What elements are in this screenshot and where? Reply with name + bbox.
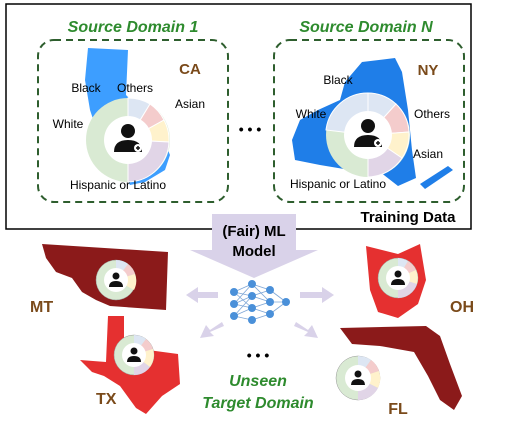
florida-map [340,326,462,410]
source-ellipsis: • • • [239,121,262,137]
mt-state-code: MT [30,299,53,316]
ny-demographic-pie [325,92,410,178]
target-ellipsis: • • • [247,347,270,363]
oh-demographic-pie [377,257,419,299]
unseen-label-line1: Unseen [229,373,287,390]
ca-state-code: CA [179,61,201,78]
ca-demographic-pie [86,97,170,183]
model-arrow [190,214,318,278]
arrow-to-tx [200,322,224,338]
ca-label-asian: Asian [175,97,205,111]
ny-label-black: Black [323,73,353,87]
unseen-label-line2: Target Domain [202,395,314,412]
tx-demographic-pie [113,334,155,376]
source-domain-1-title: Source Domain 1 [68,19,199,36]
model-label-line2: Model [232,243,275,260]
tx-state-code: TX [96,391,117,408]
source-domain-1-box [37,39,229,203]
oh-state-code: OH [450,299,474,316]
source-domain-n-box [273,39,465,203]
mt-demographic-pie [95,259,137,301]
arrow-to-oh [300,287,334,303]
person-icon [114,124,142,152]
arrow-to-fl [294,322,318,338]
ny-label-asian: Asian [413,147,443,161]
ca-label-white: White [53,117,84,131]
source-domain-n-title: Source Domain N [299,19,433,36]
ny-label-others: Others [414,107,450,121]
arrow-to-mt [186,287,218,303]
person-icon [354,119,382,147]
neural-network-icon [233,283,287,321]
ny-label-white: White [296,107,327,121]
ny-state-code: NY [418,62,439,79]
ca-label-black: Black [71,81,101,95]
model-label-line1: (Fair) ML [222,223,285,240]
ca-label-hispanic: Hispanic or Latino [70,178,166,192]
long-island-shape [420,166,453,189]
ny-label-hispanic: Hispanic or Latino [290,177,386,191]
ca-label-others: Others [117,81,153,95]
training-data-label: Training Data [360,209,456,226]
neural-network-nodes [230,280,290,324]
fl-state-code: FL [388,401,408,418]
fl-demographic-pie [335,355,381,401]
